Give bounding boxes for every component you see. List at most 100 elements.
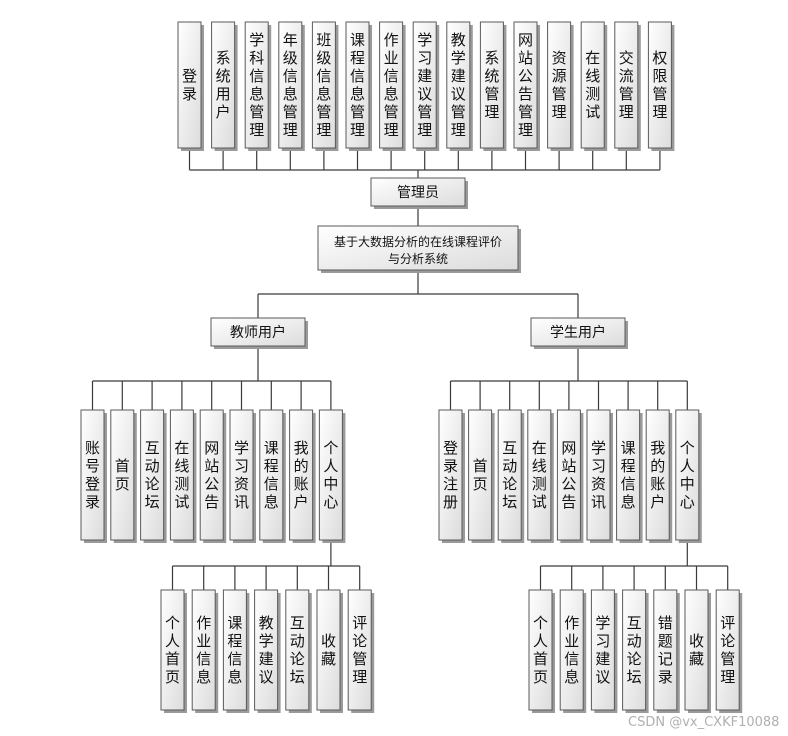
student-node-child-node: 学习资讯 <box>586 409 613 543</box>
admin-child-node-label: 作业信息管理 <box>384 31 399 139</box>
admin-child-node-frame <box>311 21 336 149</box>
student-node-child-node: 课程信息 <box>616 409 643 543</box>
admin-child-node-label: 教学建议管理 <box>451 31 466 139</box>
teacher-node-child-node-label: 首页 <box>115 457 130 493</box>
teacher-node-center-child-node: 个人首页 <box>160 589 187 713</box>
student-node-child-node: 登录注册 <box>438 409 465 543</box>
student-node-center-child-node-frame <box>653 589 678 711</box>
admin-child-node-label: 学科信息管理 <box>249 31 264 139</box>
admin-node-label: 管理员 <box>397 185 439 201</box>
student-node-child-node-frame <box>527 409 552 541</box>
teacher-node-child-node-frame <box>199 409 224 541</box>
admin-child-node-frame <box>379 21 404 149</box>
student-node-child-node-label: 网站公告 <box>561 439 576 511</box>
teacher-node-child-node: 学习资讯 <box>229 409 256 543</box>
teacher-node-child-node: 网站公告 <box>199 409 227 543</box>
teacher-node-child-node: 课程信息 <box>259 409 286 543</box>
student-node-child-node-label: 我的账户 <box>650 439 665 511</box>
admin-child-node-label: 班级信息管理 <box>316 31 331 139</box>
student-node-child-node: 在线测试 <box>527 409 554 543</box>
admin-child-node-frame <box>244 21 269 149</box>
teacher-node-child-node: 互动论坛 <box>140 409 167 543</box>
admin-child-node: 资源管理 <box>547 21 574 151</box>
student-node-center-child-node: 作业信息 <box>559 589 587 713</box>
teacher-node-child-node-label: 互动论坛 <box>145 439 160 511</box>
teacher-node-center-child-node-frame <box>191 589 216 711</box>
teacher-node-child-node-frame <box>110 409 135 541</box>
student-node-center-child-node-frame <box>684 589 709 711</box>
teacher-node-center-child-node: 互动论坛 <box>285 589 312 713</box>
student-node-center-child-node-label: 互动论坛 <box>627 614 642 686</box>
teacher-node-center-child-node-label: 个人首页 <box>165 614 180 686</box>
admin-child-node-label: 系统管理 <box>484 49 499 121</box>
student-node-center-child-node-label: 收藏 <box>689 632 704 668</box>
student-node-child-node-label: 在线测试 <box>532 439 547 511</box>
teacher-node-child-node-frame <box>140 409 165 541</box>
admin-child-node: 权限管理 <box>647 21 675 151</box>
student-node-label: 学生用户 <box>550 324 606 341</box>
admin-child-node-frame <box>177 21 202 149</box>
admin-child-node: 学习建议管理 <box>412 21 440 151</box>
teacher-node-center-child-node-frame <box>347 589 372 711</box>
admin-child-node: 班级信息管理 <box>311 21 339 151</box>
admin-child-node: 年级信息管理 <box>278 21 305 151</box>
student-node-center-child-node: 互动论坛 <box>622 589 649 713</box>
connector-lines <box>91 148 729 590</box>
teacher-node-child-node-label: 网站公告 <box>204 439 219 511</box>
admin-child-node-label: 网站公告管理 <box>518 31 533 139</box>
teacher-node-child-node: 个人中心 <box>318 409 346 543</box>
student-node-child-node-frame <box>468 409 493 541</box>
admin-child-node-label: 系统用户 <box>216 49 231 121</box>
student-node-child-node-frame <box>675 409 700 541</box>
student-node-child-node-frame <box>497 409 522 541</box>
admin-node-frame <box>370 177 466 207</box>
teacher-node-center-child-node-label: 课程信息 <box>227 614 242 686</box>
teacher-node-center-child-node-label: 教学建议 <box>259 614 274 686</box>
student-node-child-node: 互动论坛 <box>497 409 525 543</box>
teacher-node-center-child-node-frame <box>160 589 185 711</box>
student-node-center-child-node-label: 作业信息 <box>564 614 579 686</box>
student-node-center-child-node: 收藏 <box>684 589 711 713</box>
student-node-center-child-node-frame <box>622 589 647 711</box>
admin-child-node-label: 权限管理 <box>652 49 667 121</box>
teacher-node-center-child-node: 收藏 <box>316 589 343 713</box>
teacher-node-child-node-frame <box>318 409 343 541</box>
teacher-node-center-child-node-label: 作业信息 <box>196 614 211 686</box>
teacher-node-child-node-label: 在线测试 <box>174 439 189 511</box>
admin-child-node-frame <box>412 21 437 149</box>
student-node: 学生用户 <box>530 317 628 349</box>
admin-child-node: 网站公告管理 <box>513 21 540 151</box>
student-node-center-child-node: 错题记录 <box>653 589 680 713</box>
teacher-node-center-child-node-label: 互动论坛 <box>290 614 305 686</box>
admin-child-node-label: 课程信息管理 <box>350 31 365 139</box>
admin-child-node: 学科信息管理 <box>244 21 272 151</box>
student-node-child-node: 网站公告 <box>556 409 584 543</box>
admin-child-node-label: 年级信息管理 <box>283 31 298 139</box>
admin-child-node-frame <box>446 21 471 149</box>
teacher-node-child-node: 我的账户 <box>289 409 316 543</box>
student-node-child-node: 个人中心 <box>675 409 702 543</box>
student-node-child-node-frame <box>556 409 581 541</box>
student-node-center-child-node-frame <box>559 589 584 711</box>
root-node-label: 与分析系统 <box>388 252 448 266</box>
admin-child-node: 在线测试 <box>580 21 608 151</box>
student-node-child-node-frame <box>438 409 463 541</box>
student-node-center-child-node-label: 错题记录 <box>658 614 673 686</box>
admin-child-node-frame <box>211 21 236 149</box>
admin-child-node-frame <box>614 21 639 149</box>
admin-child-node: 系统管理 <box>479 21 507 151</box>
teacher-node-center-child-node: 评论管理 <box>347 589 375 713</box>
teacher-node-child-node: 在线测试 <box>169 409 197 543</box>
teacher-node-center-child-node-label: 收藏 <box>321 632 336 668</box>
admin-child-node: 作业信息管理 <box>379 21 406 151</box>
admin-child-node: 课程信息管理 <box>345 21 372 151</box>
admin-child-node-frame <box>580 21 605 149</box>
teacher-node-child-node: 账号登录 <box>80 409 107 543</box>
teacher-node: 教师用户 <box>210 317 308 349</box>
teacher-node-center-child-node-label: 评论管理 <box>352 614 367 686</box>
student-node-center-child-node-frame <box>715 589 740 711</box>
teacher-node-child-node: 首页 <box>110 409 137 543</box>
student-node-child-node-label: 课程信息 <box>621 439 636 511</box>
